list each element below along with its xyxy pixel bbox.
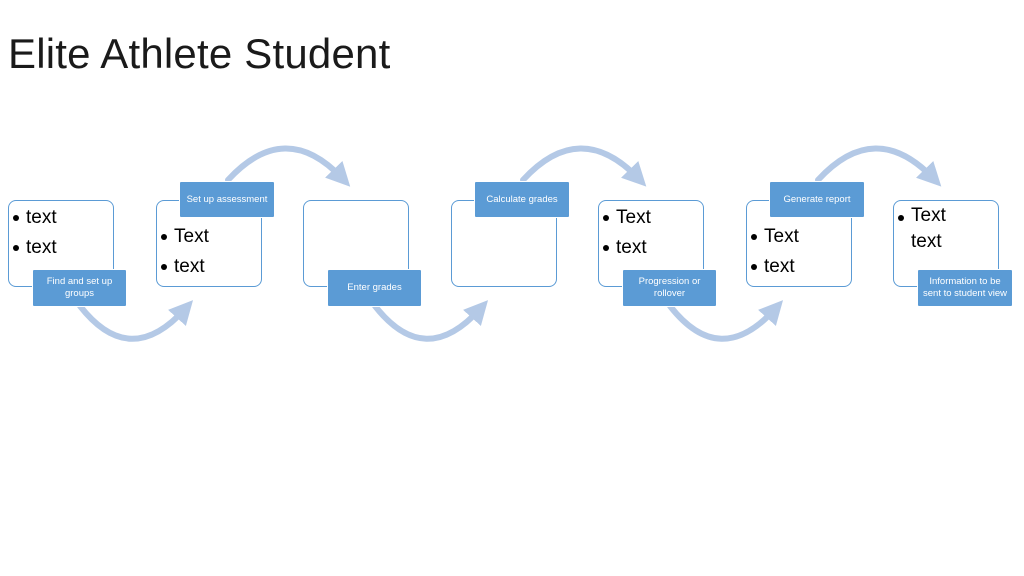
bullet-item: Text <box>157 222 261 252</box>
bullet-item: Text <box>747 222 851 252</box>
step-5-bullets: Text text <box>599 203 703 263</box>
step-2-bullets: Text text <box>157 222 261 282</box>
bullet-item: text <box>599 233 703 263</box>
flow-arrow-3 <box>372 300 489 342</box>
flow-arrow-6 <box>815 145 942 187</box>
step-label-4: Calculate grades <box>474 181 570 218</box>
bullet-item: text <box>9 233 113 263</box>
bullet-item: Text <box>599 203 703 233</box>
step-label-2: Set up assessment <box>179 181 275 218</box>
flow-arrow-4 <box>520 145 647 187</box>
step-1-bullets: text text <box>9 203 113 263</box>
page-title: Elite Athlete Student <box>8 30 391 77</box>
flow-arrow-5 <box>667 300 784 342</box>
step-6-bullets: Text text <box>747 222 851 282</box>
step-label-1: Find and set up groups <box>32 269 127 307</box>
bullet-item: text <box>157 252 261 282</box>
step-label-3: Enter grades <box>327 269 422 307</box>
bullet-item: Text text <box>894 203 971 255</box>
step-label-7: Information to be sent to student view <box>917 269 1013 307</box>
flow-arrow-2 <box>225 145 351 187</box>
flow-arrow-1 <box>77 300 194 342</box>
bullet-item: text <box>9 203 113 233</box>
bullet-item: text <box>747 252 851 282</box>
step-label-5: Progression or rollover <box>622 269 717 307</box>
step-7-bullets: Text text <box>894 203 998 255</box>
step-label-6: Generate report <box>769 181 865 218</box>
